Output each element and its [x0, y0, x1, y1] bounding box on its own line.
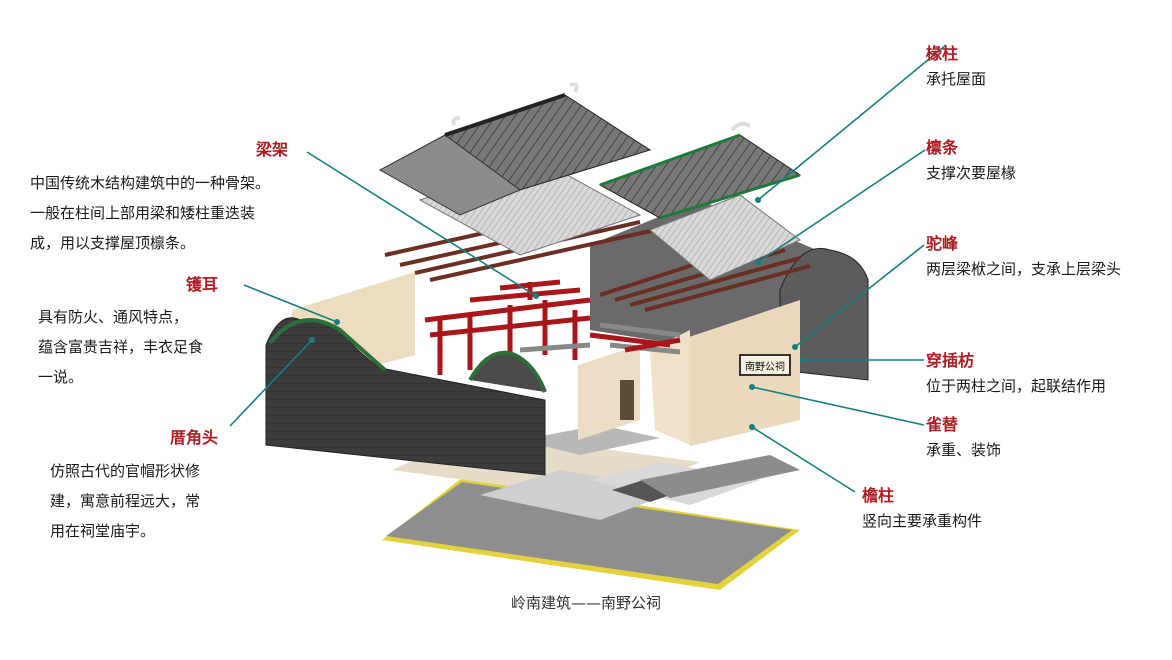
label-desc-line: 中国传统木结构建筑中的一种骨架。 — [30, 174, 271, 192]
label-desc-line: 蕴含富贵吉祥，丰衣足食 — [38, 338, 204, 356]
label-desc-line: 一般在柱间上部用梁和矮柱重迭装 — [30, 204, 256, 222]
leader-dots — [309, 197, 806, 430]
annotation-guoer-title: 镬耳 — [186, 275, 218, 295]
annotation-guoer-desc: 具有防火、通风特点， 蕴含富贵吉祥，丰衣足食 一说。 — [38, 302, 203, 392]
front-wok-ear-wall — [265, 317, 547, 476]
label-title: 檩条 — [926, 138, 959, 157]
annotation-yanzhu: 檐柱 竖向主要承重构件 — [862, 486, 982, 536]
annotation-jiaotou-title: 厝角头 — [170, 428, 218, 448]
label-desc-line: 具有防火、通风特点， — [38, 308, 189, 326]
label-title: 穿插枋 — [926, 351, 975, 370]
annotation-tuofeng: 驼峰 两层梁栿之间，支承上层梁头 — [926, 234, 1121, 284]
annotation-liangjia-desc: 中国传统木结构建筑中的一种骨架。 一般在柱间上部用梁和矮柱重迭装 成，用以支撑屋… — [30, 168, 270, 258]
label-desc: 承托屋面 — [926, 70, 987, 88]
figure-caption: 岭南建筑——南野公祠 — [510, 594, 661, 612]
ancestral-hall-plaque: 南野公祠 — [745, 360, 785, 373]
label-title: 椽柱 — [926, 44, 959, 63]
annotation-jiaotou-desc: 仿照古代的官帽形状修 建，寓意前程远大，常 用在祠堂庙宇。 — [50, 456, 200, 546]
label-desc: 竖向主要承重构件 — [862, 512, 983, 530]
label-title: 厝角头 — [170, 428, 219, 447]
label-desc-line: 成，用以支撑屋顶檩条。 — [30, 234, 196, 252]
red-tie-beams — [589, 332, 681, 353]
annotation-queti: 雀替 承重、装饰 — [926, 415, 1001, 465]
rear-roof — [598, 121, 802, 220]
label-desc-line: 一说。 — [38, 368, 84, 386]
label-title: 檐柱 — [862, 486, 895, 505]
label-title: 梁架 — [256, 140, 289, 159]
label-desc-line: 建，寓意前程远大，常 — [50, 492, 201, 510]
label-desc: 位于两柱之间，起联结作用 — [926, 377, 1107, 395]
label-desc: 承重、装饰 — [926, 441, 1002, 459]
leader-lines — [229, 44, 947, 493]
annotation-yuanzhu: 椽柱 承托屋面 — [926, 44, 986, 94]
label-title: 雀替 — [926, 415, 959, 434]
annotation-chuanchafang: 穿插枋 位于两柱之间，起联结作用 — [926, 351, 1106, 401]
label-title: 镬耳 — [186, 275, 219, 294]
label-title: 驼峰 — [926, 234, 959, 253]
label-desc-line: 仿照古代的官帽形状修 — [50, 462, 201, 480]
annotation-liangjia-title: 梁架 — [256, 140, 288, 160]
label-desc: 支撑次要屋椽 — [926, 164, 1017, 182]
foundation-platform — [382, 478, 800, 590]
label-desc: 两层梁栿之间，支承上层梁头 — [926, 260, 1122, 278]
label-desc-line: 用在祠堂庙宇。 — [50, 522, 156, 540]
annotation-lintiao: 檩条 支撑次要屋椽 — [926, 138, 1016, 188]
front-roof — [378, 82, 652, 216]
